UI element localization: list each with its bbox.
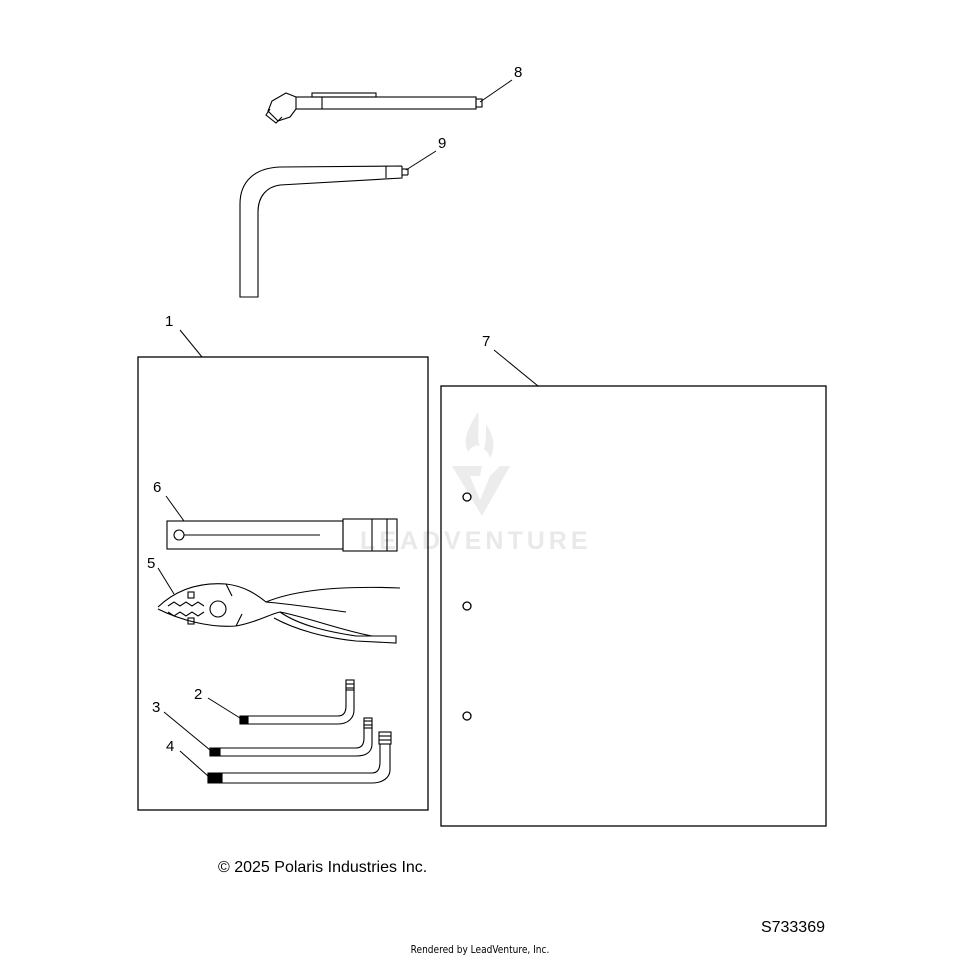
part-8-extension (265, 92, 483, 124)
part-4-hex-key (207, 731, 392, 784)
part-6-socket-wrench (166, 518, 398, 552)
part-7-manual (440, 385, 827, 827)
binder-hole (462, 711, 472, 721)
binder-hole (462, 492, 472, 502)
part-5-pliers (157, 583, 401, 644)
watermark: LEADVENTURE (360, 412, 592, 555)
watermark-text: LEADVENTURE (360, 527, 592, 555)
callout-labels: 1 2 3 4 5 6 7 8 9 (147, 64, 522, 755)
leadventure-flame-logo (452, 412, 510, 516)
callout-2: 2 (194, 686, 202, 703)
part-1-tool-kit-box (137, 356, 429, 811)
part-9-l-wrench (239, 165, 409, 298)
callout-7: 7 (482, 333, 490, 350)
copyright-notice: © 2025 Polaris Industries Inc. (218, 859, 428, 876)
callout-1: 1 (165, 313, 173, 330)
binder-hole (462, 601, 472, 611)
callout-3: 3 (152, 699, 160, 716)
callout-8: 8 (514, 64, 522, 81)
callout-6: 6 (153, 479, 161, 496)
callout-4: 4 (166, 738, 174, 755)
diagram-id: S733369 (760, 919, 825, 936)
rendered-by-credit: Rendered by LeadVenture, Inc. (410, 943, 550, 956)
part-2-hex-key (239, 679, 355, 725)
leader-lines (157, 79, 539, 777)
part-3-hex-key (209, 717, 373, 757)
callout-5: 5 (147, 555, 155, 572)
callout-9: 9 (438, 135, 446, 152)
